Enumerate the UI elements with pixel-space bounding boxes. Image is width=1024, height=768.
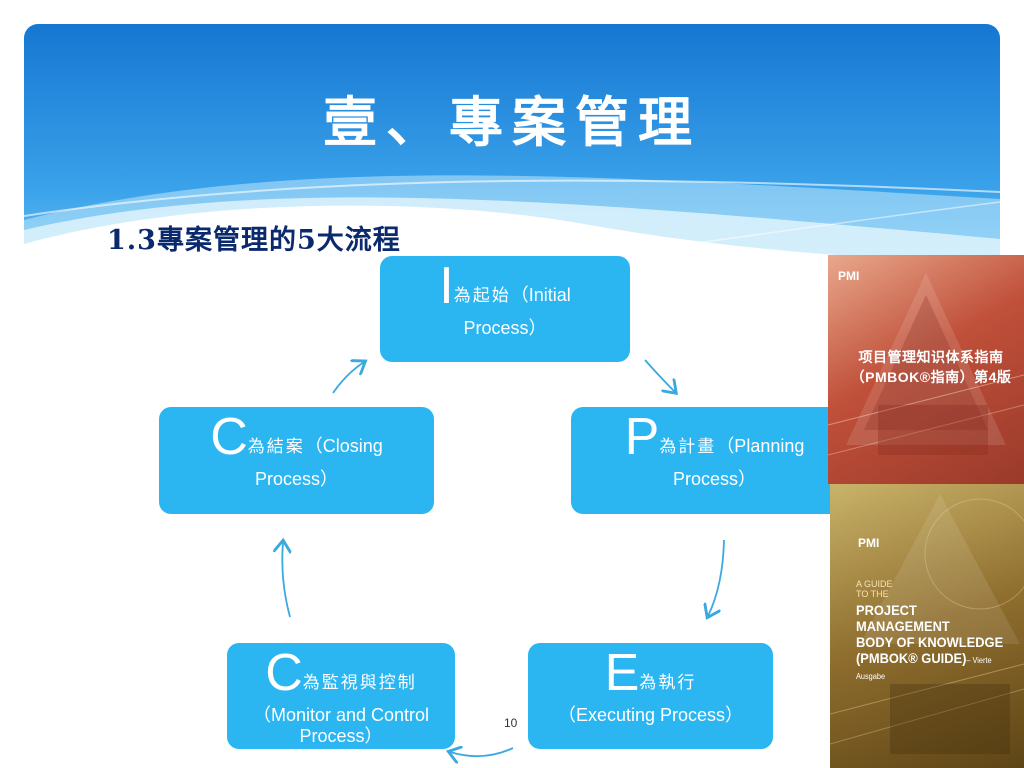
process-en-line2: Process） xyxy=(672,469,757,489)
book-en-title-line1: PROJECT MANAGEMENT xyxy=(856,602,950,635)
pmi-logo: PMI xyxy=(858,536,880,550)
book-cn-title: 项目管理知识体系指南 （PMBOK®指南）第4版 xyxy=(838,347,1024,388)
process-en-line2: Process） xyxy=(254,469,339,489)
page-number: 10 xyxy=(504,716,518,730)
process-zh: 為執行 xyxy=(639,673,697,693)
arrow-initial-to-planning xyxy=(644,359,675,392)
process-zh: 為起始 xyxy=(453,286,511,306)
book-cover-pmbok-german: PMI A GUIDE TO THE PROJECT MANAGEMENT BO… xyxy=(830,484,1024,768)
process-en-line2: （Monitor and Control Process） xyxy=(252,705,430,746)
slide-subtitle: 1.3專案管理的5大流程 xyxy=(107,225,401,256)
book-en-title-line3: (PMBOK® GUIDE) xyxy=(856,650,967,667)
process-en-line2: Process） xyxy=(463,318,547,338)
arrow-closing-to-initial xyxy=(332,362,364,394)
process-en: （Initial xyxy=(510,285,571,305)
process-box-executing: E為執行 （Executing Process） xyxy=(528,643,773,749)
slide-title: 壹、專案管理 xyxy=(323,90,701,154)
book-en-pre2: TO THE xyxy=(856,588,889,599)
book-cn-title-line1: 项目管理知识体系指南 xyxy=(858,349,1004,365)
pmi-logo: PMI xyxy=(838,269,860,283)
process-letter: I xyxy=(439,257,454,315)
process-letter: P xyxy=(624,408,660,466)
process-letter: E xyxy=(604,644,640,702)
process-box-closing: C為結案（Closing Process） xyxy=(159,407,434,514)
book-cn-title-line2: （PMBOK®指南）第4版 xyxy=(850,369,1012,386)
process-en: （Planning xyxy=(716,436,805,456)
process-zh: 為結案 xyxy=(247,437,305,457)
book-en-title: PROJECT MANAGEMENT BODY OF KNOWLEDGE (PM… xyxy=(856,602,1011,682)
book-en-preheading: A GUIDE TO THE xyxy=(856,579,893,600)
process-en-line2: （Executing Process） xyxy=(557,705,744,725)
book-en-title-line2: BODY OF KNOWLEDGE xyxy=(856,634,1004,651)
arrow-executing-to-monitor xyxy=(450,748,514,756)
book-en-edition: – Vierte Ausgabe xyxy=(856,656,992,682)
process-box-planning: P為計畫（Planning Process） xyxy=(571,407,858,514)
process-box-initial: I為起始（Initial Process） xyxy=(380,256,630,362)
process-zh: 為計畫 xyxy=(659,437,717,457)
process-letter: C xyxy=(210,408,248,466)
process-en: （Closing xyxy=(304,436,383,456)
arrow-planning-to-executing xyxy=(708,539,725,616)
process-zh: 為監視與控制 xyxy=(302,673,417,693)
arrow-monitor-to-closing xyxy=(282,542,290,618)
book-cover-pmbok-chinese: PMI 项目管理知识体系指南 （PMBOK®指南）第4版 xyxy=(828,255,1024,484)
book-en-pre1: A GUIDE xyxy=(856,579,893,589)
process-letter: C xyxy=(265,644,303,702)
process-box-monitor: C為監視與控制 （Monitor and Control Process） xyxy=(227,643,455,749)
